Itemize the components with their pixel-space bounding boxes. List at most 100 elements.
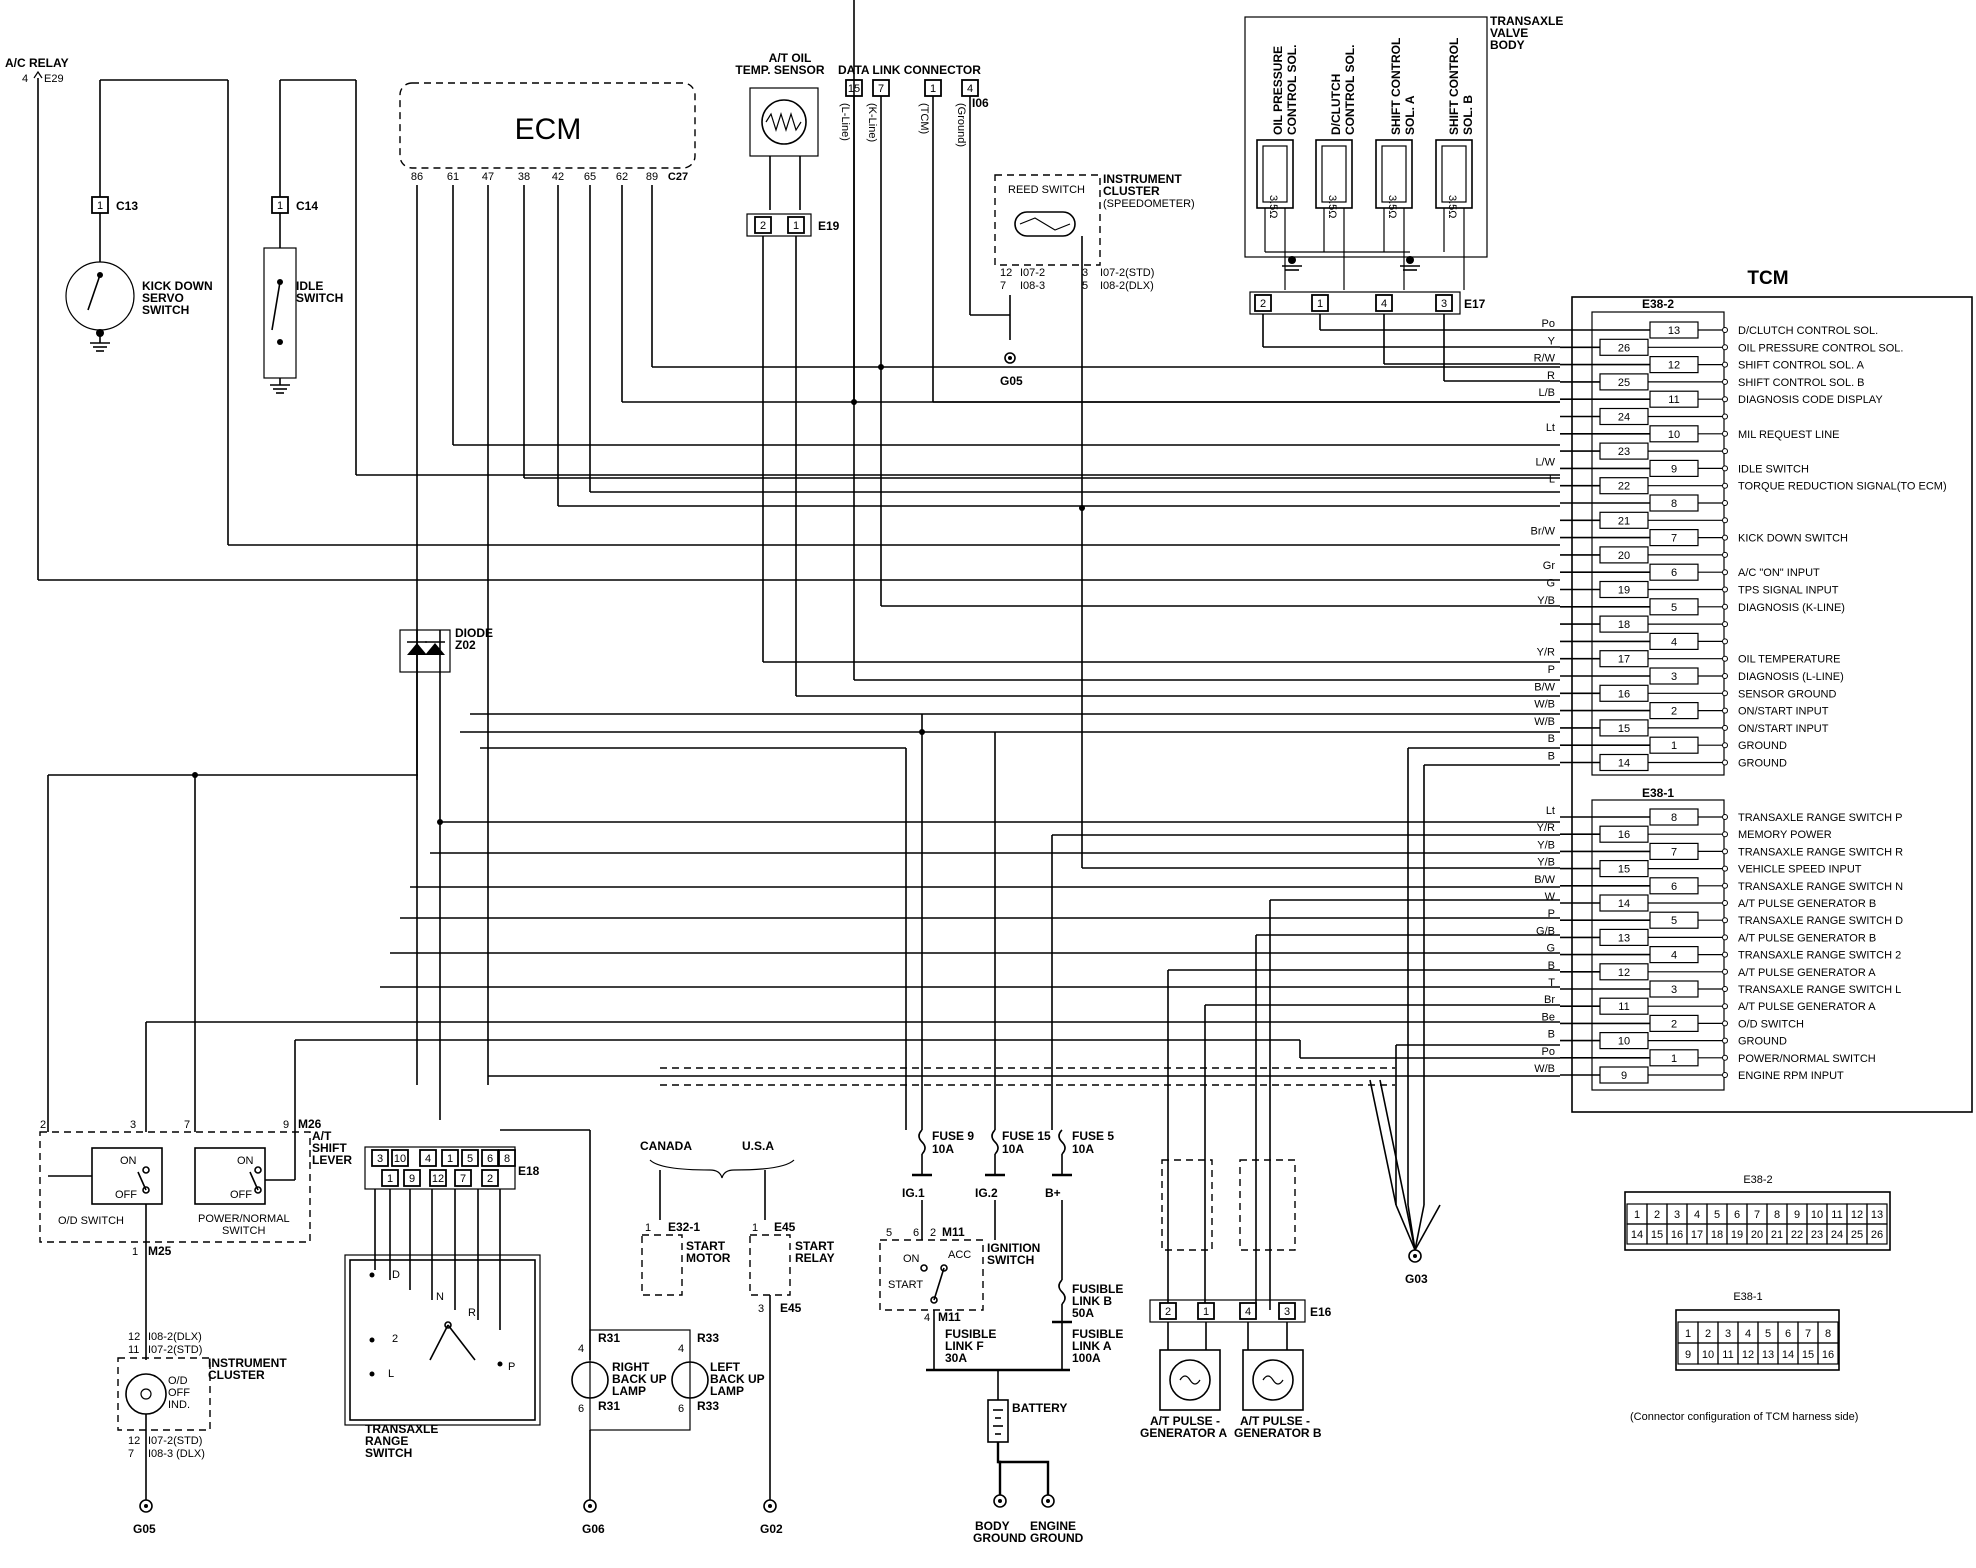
tcm-pin-function: MEMORY POWER xyxy=(1738,829,1832,841)
tcm-pin-number: 6 xyxy=(1671,567,1677,579)
ecm-pin: 42 xyxy=(552,171,564,183)
kickdown-pin: 1 xyxy=(97,200,103,212)
kickdown-label: KICK DOWN xyxy=(142,279,213,293)
cluster-bottom-conn: I08-3 (DLX) xyxy=(148,1448,205,1460)
cluster-bottom-pin: 7 xyxy=(128,1448,134,1460)
tcm-pin-function: SHIFT CONTROL SOL. B xyxy=(1738,377,1865,389)
shift-lever-label: A/T xyxy=(312,1129,332,1143)
valve-body-label: TRANSAXLE xyxy=(1490,14,1563,28)
oil-sensor-pin: 1 xyxy=(793,220,799,232)
start-relay-label: START xyxy=(795,1239,835,1253)
pulse-generators: 2 1 4 3 E16 A/T PULSE - GENERATOR A A/T … xyxy=(1140,1159,1428,1440)
start-circuit: CANADA U.S.A 1 E32-1 START MOTOR 1 E45 S… xyxy=(640,1139,835,1536)
wire-color: Gr xyxy=(1543,560,1556,572)
fuse-label: FUSE 9 xyxy=(932,1129,974,1143)
ecm-pin: 62 xyxy=(616,171,628,183)
backup-pin: 4 xyxy=(578,1343,584,1355)
cfg-cell-label: 20 xyxy=(1751,1229,1763,1241)
tcm-pin-number: 13 xyxy=(1618,932,1630,944)
fuse-label: FUSE 5 xyxy=(1072,1129,1114,1143)
wire-color: Br/W xyxy=(1531,526,1556,538)
reed-switch-label: REED SWITCH xyxy=(1008,184,1085,196)
tcm-pin-number: 2 xyxy=(1671,706,1677,718)
dlc-pin: 7 xyxy=(878,83,884,95)
cfg-cell-label: 2 xyxy=(1654,1209,1660,1221)
tcm-pin-function: O/D SWITCH xyxy=(1738,1018,1804,1030)
wire-color: Po xyxy=(1542,318,1555,330)
ac-relay-conn: E29 xyxy=(44,73,64,85)
tcm-label: TCM xyxy=(1747,268,1788,289)
e18-pin-box xyxy=(391,1149,409,1167)
shift-lever-pin: 7 xyxy=(184,1119,190,1131)
tcm-pin-row: 2W/BON/START INPUT xyxy=(1534,699,1829,720)
shift-lever-pin: 3 xyxy=(130,1119,136,1131)
tcm-pin-number: 12 xyxy=(1618,967,1630,979)
tcm-pin-function: OIL TEMPERATURE xyxy=(1738,654,1840,666)
tcm-pin-function: TORQUE REDUCTION SIGNAL(TO ECM) xyxy=(1738,481,1947,493)
range-position: 2 xyxy=(392,1333,398,1345)
wire-color: L/W xyxy=(1535,456,1555,468)
tcm-pin-number: 10 xyxy=(1618,1036,1630,1048)
cfg-cell xyxy=(1866,1223,1888,1245)
cluster-bottom-pin: 11 xyxy=(128,1344,139,1356)
tcm-pin-number: 11 xyxy=(1618,1001,1629,1013)
backup-label: RIGHT xyxy=(612,1360,650,1374)
cluster-top-pin: 3 xyxy=(1082,267,1088,279)
left-backup-lamp: R33 4 6 R33 LEFT BACK UP LAMP xyxy=(671,1331,765,1415)
valve-body-label: VALVE xyxy=(1490,26,1528,40)
wire-color: T xyxy=(1548,977,1555,989)
tcm-pin-function: KICK DOWN SWITCH xyxy=(1738,533,1848,545)
cfg-cell-label: 13 xyxy=(1871,1209,1883,1221)
tcm-pin-number: 4 xyxy=(1671,950,1677,962)
cfg-cell-label: 1 xyxy=(1685,1328,1691,1340)
cfg-cell-label: 8 xyxy=(1774,1209,1780,1221)
od-on-label: ON xyxy=(120,1155,137,1167)
tcm-pin-number: 17 xyxy=(1618,654,1630,666)
backup-conn: R33 xyxy=(697,1331,719,1345)
tcm-pin-row: 13G/BA/T PULSE GENERATOR B xyxy=(1536,925,1876,947)
cfg-cell-label: 6 xyxy=(1734,1209,1740,1221)
cluster-top-conn: I07-2(STD) xyxy=(1100,267,1154,279)
tcm-pin-number: 23 xyxy=(1618,446,1630,458)
tcm-pin-number: 18 xyxy=(1618,619,1630,631)
tcm-pin-number: 1 xyxy=(1671,740,1677,752)
wire-color: P xyxy=(1548,664,1555,676)
solenoid-label: OIL PRESSURE xyxy=(1271,46,1285,135)
kickdown-label: SERVO xyxy=(142,291,184,305)
cfg-cell-label: 10 xyxy=(1811,1209,1823,1221)
shift-lever-pin: 2 xyxy=(40,1119,46,1131)
od-ind-label: OFF xyxy=(168,1387,190,1399)
wire-color: B xyxy=(1548,1029,1555,1041)
harness-wires xyxy=(37,0,1560,1310)
ground-g05-top: G05 xyxy=(1000,352,1023,388)
e18-pin: 6 xyxy=(487,1153,493,1165)
e18-pin: 10 xyxy=(394,1153,406,1165)
oil-sensor-label: TEMP. SENSOR xyxy=(735,63,824,77)
fusible-label: 50A xyxy=(1072,1306,1094,1320)
od-off-label: OFF xyxy=(115,1189,137,1201)
wire-color: L xyxy=(1549,474,1555,486)
ecm-label: ECM xyxy=(515,113,582,146)
wire-color: B xyxy=(1548,751,1555,763)
diode-label: Z02 xyxy=(455,638,476,652)
m25-pin: 1 xyxy=(132,1246,138,1258)
e18-pin-box xyxy=(371,1149,389,1167)
e382-label: E38-2 xyxy=(1642,297,1674,311)
tcm-pin-function: A/T PULSE GENERATOR B xyxy=(1738,898,1876,910)
cluster-bottom-label: INSTRUMENT xyxy=(208,1356,287,1370)
tcm-pin-number: 4 xyxy=(1671,636,1677,648)
kickdown-switch: 1 C13 KICK DOWN SERVO SWITCH xyxy=(65,196,213,352)
tcm-pin-number: 14 xyxy=(1618,898,1630,910)
fusible-label: FUSIBLE xyxy=(1072,1282,1123,1296)
e18-pin-box xyxy=(429,1169,447,1187)
pn-switch-label: POWER/NORMAL xyxy=(198,1213,290,1225)
